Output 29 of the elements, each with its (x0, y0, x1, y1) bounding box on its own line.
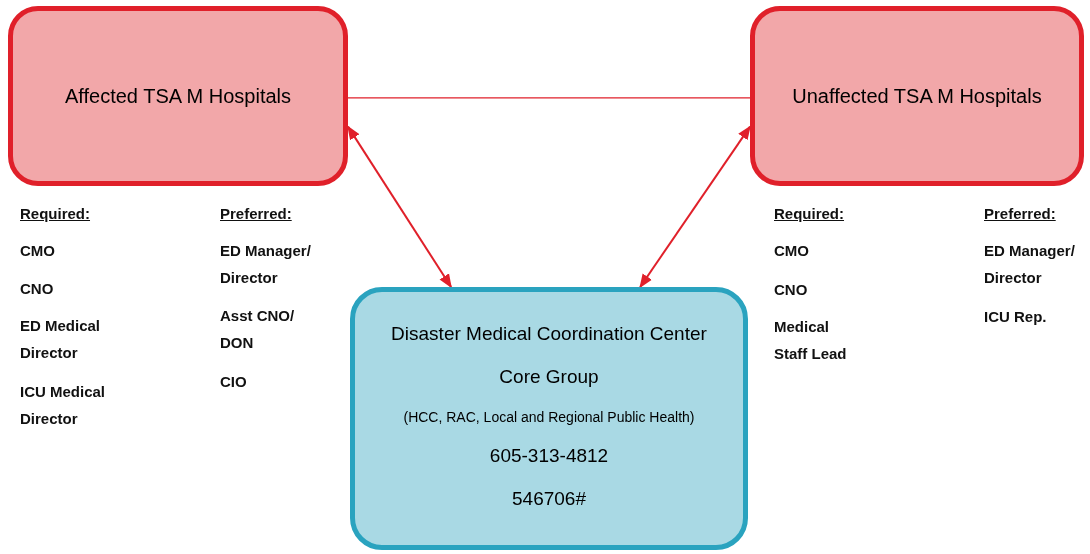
role-label: Asst CNO/ DON (220, 306, 296, 353)
box-text: 546706# (512, 486, 586, 511)
role-label: Medical Staff Lead (774, 317, 848, 364)
connector-line (347, 97, 751, 99)
role-label: ED Manager/ Director (220, 241, 312, 288)
box-title: Affected TSA M Hospitals (64, 84, 291, 109)
role-label: CNO (774, 280, 809, 300)
role-label: CNO (20, 279, 55, 299)
box-title: Disaster Medical Coordination Center (391, 322, 707, 346)
box-text: 605-313-4812 (489, 444, 609, 468)
role-label: ED Medical Director (20, 316, 102, 363)
box-text: Core Group (499, 364, 599, 389)
column-heading: Required: (20, 204, 91, 224)
role-label: ICU Medical Director (20, 382, 107, 429)
role-label: CIO (220, 372, 248, 392)
box-title: Unaffected TSA M Hospitals (792, 84, 1042, 109)
hospital-box (8, 6, 348, 186)
double-arrow (347, 125, 453, 289)
role-label: ICU Rep. (984, 307, 1048, 327)
column-heading: Preferred: (984, 204, 1057, 224)
column-heading: Preferred: (220, 204, 293, 224)
box-text: (HCC, RAC, Local and Regional Public Health) (403, 408, 695, 427)
coordination-center-box (350, 287, 748, 550)
double-arrow (639, 125, 751, 289)
role-label: ED Manager/ Director (984, 241, 1076, 288)
role-label: CMO (774, 241, 810, 261)
role-label: CMO (20, 241, 56, 261)
hospital-box (750, 6, 1084, 186)
column-heading: Required: (774, 204, 845, 224)
